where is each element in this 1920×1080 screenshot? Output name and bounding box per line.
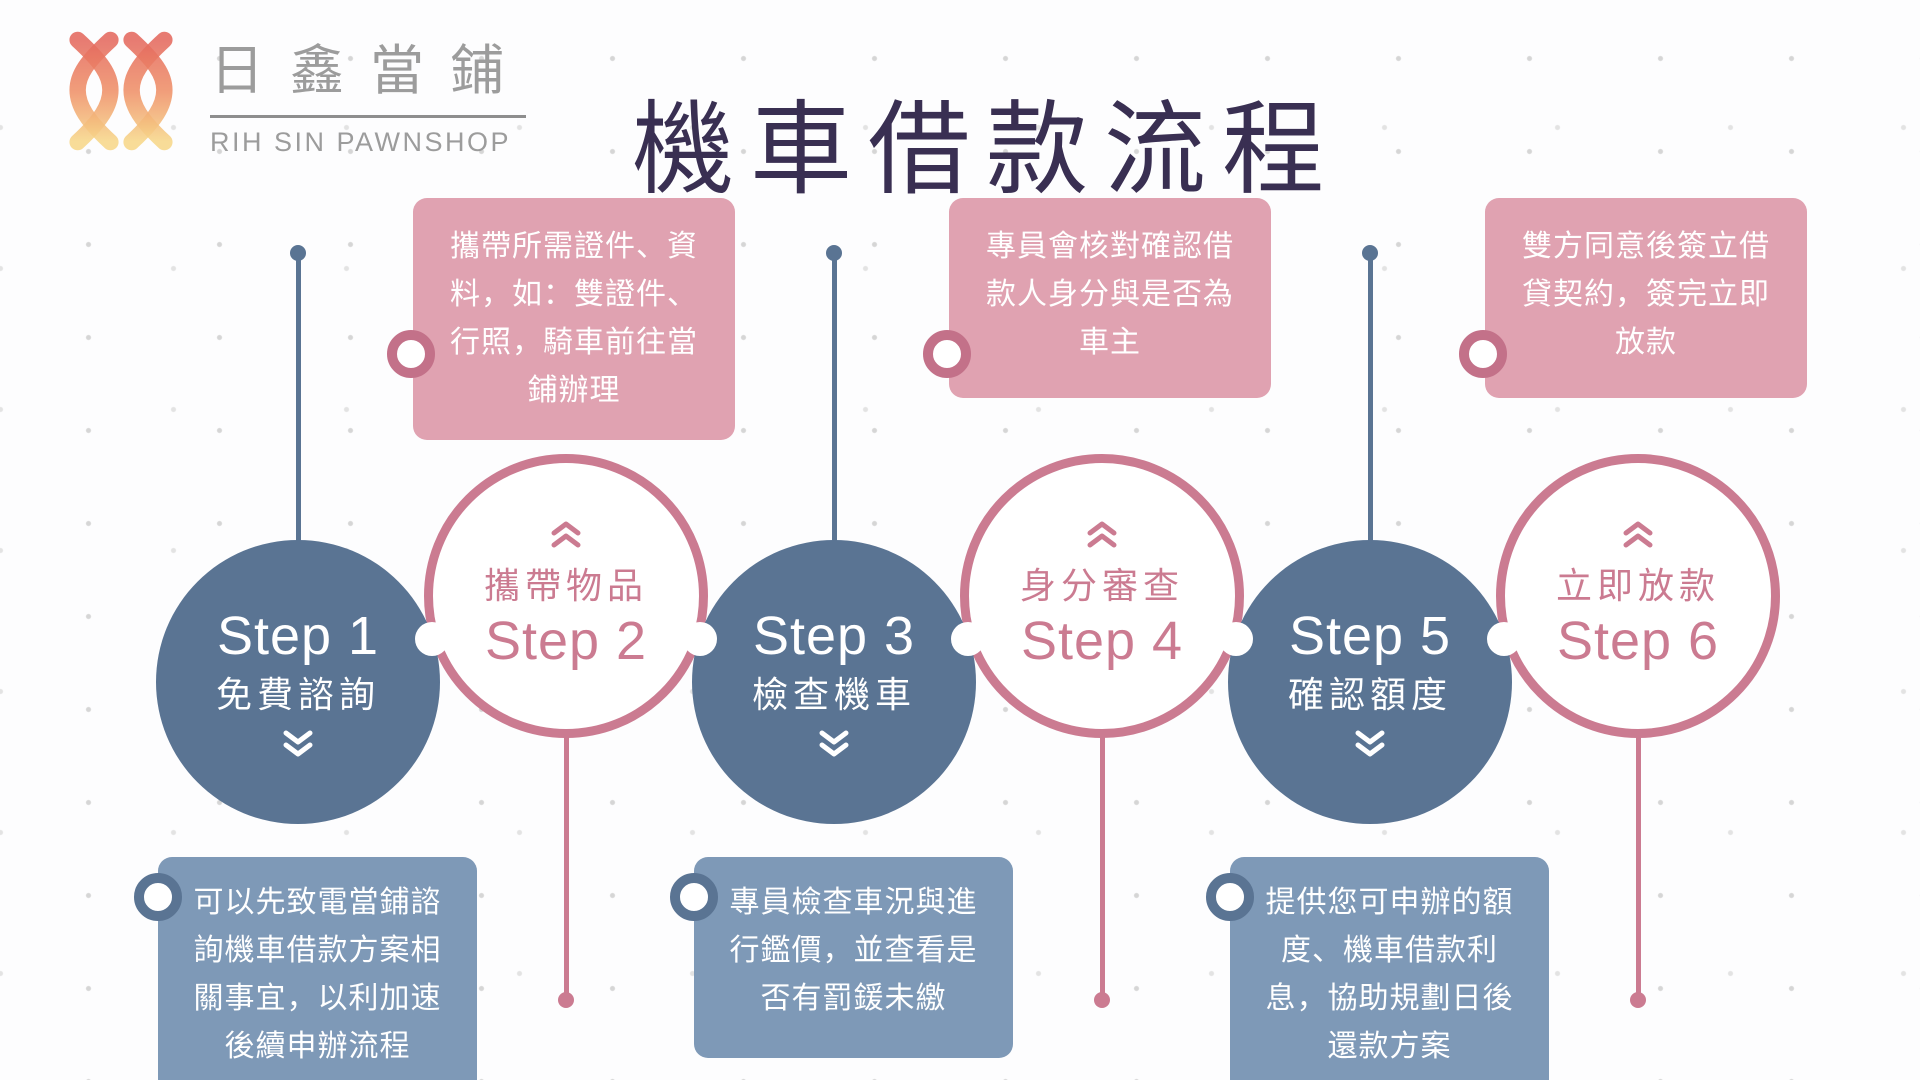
step-5-note-text: 提供您可申辦的額度、機車借款利息，協助規劃日後還款方案 — [1265, 886, 1514, 1063]
step-3-label: Step 3 — [752, 606, 916, 667]
chevron-up-icon — [1087, 521, 1117, 548]
step-5-name: 確認額度 — [1287, 674, 1452, 716]
chevron-down-icon — [819, 730, 849, 757]
step-4-label: Step 4 — [1020, 610, 1184, 671]
step-3-note-box: 專員檢查車況與進行鑑價，並查看是否有罰鍰未繳 — [670, 857, 1013, 1058]
circle-junction-dot — [415, 622, 449, 656]
step-5-circle: Step 5 確認額度 — [1228, 540, 1512, 824]
chevron-down-icon — [283, 730, 313, 757]
step-4-timeline-dot — [1094, 992, 1110, 1008]
step-6-note-box: 雙方同意後簽立借貸契約，簽完立即放款 — [1459, 198, 1807, 398]
step-2-note-text: 攜帶所需證件、資料，如：雙證件、行照，騎車前往當鋪辦理 — [450, 230, 698, 407]
step-5-note-box: 提供您可申辦的額度、機車借款利息，協助規劃日後還款方案 — [1206, 857, 1549, 1080]
step-1-note-text: 可以先致電當鋪諮詢機車借款方案相關事宜，以利加速後續申辦流程 — [193, 886, 442, 1063]
step-1-name: 免費諮詢 — [215, 674, 380, 716]
step-1-timeline-line — [296, 253, 301, 543]
step-2-name: 攜帶物品 — [483, 565, 648, 607]
circle-junction-dot — [1219, 622, 1253, 656]
step-6-note-text: 雙方同意後簽立借貸契約，簽完立即放款 — [1522, 230, 1770, 359]
step-6-circle: 立即放款 Step 6 — [1496, 454, 1780, 738]
step-3-timeline-line — [832, 253, 837, 543]
step-5-timeline-line — [1368, 253, 1373, 543]
step-4-note-box: 專員會核對確認借款人身分與是否為車主 — [923, 198, 1271, 398]
chevron-down-icon — [1355, 730, 1385, 757]
circle-junction-dot — [951, 622, 985, 656]
circle-junction-dot — [683, 622, 717, 656]
step-5-label: Step 5 — [1288, 606, 1452, 667]
chevron-up-icon — [1623, 521, 1653, 548]
step-2-note-connector-ring — [387, 330, 435, 378]
step-6-timeline-dot — [1630, 992, 1646, 1008]
step-2-circle: 攜帶物品 Step 2 — [424, 454, 708, 738]
step-6-label: Step 6 — [1556, 610, 1720, 671]
step-3-name: 檢查機車 — [751, 674, 916, 716]
page-title: 機車借款流程 — [632, 93, 1340, 208]
brand-logo: 日鑫當鋪 RIH SIN PAWNSHOP — [68, 28, 530, 158]
step-5-timeline-dot — [1362, 245, 1378, 261]
step-3-timeline-dot — [826, 245, 842, 261]
step-6-timeline-line — [1636, 737, 1641, 997]
step-2-label: Step 2 — [484, 610, 648, 671]
brand-name-en: RIH SIN PAWNSHOP — [210, 127, 512, 157]
brand-name-zh: 日鑫當鋪 — [210, 41, 530, 101]
step-6-note-connector-ring — [1459, 330, 1507, 378]
step-6-name: 立即放款 — [1555, 565, 1720, 607]
step-1-note-connector-ring — [134, 873, 182, 921]
step-2-note-box: 攜帶所需證件、資料，如：雙證件、行照，騎車前往當鋪辦理 — [387, 198, 735, 440]
circle-junction-dot — [1487, 622, 1521, 656]
step-4-timeline-line — [1100, 737, 1105, 997]
step-4-name: 身分審查 — [1019, 565, 1184, 607]
step-5-note-connector-ring — [1206, 873, 1254, 921]
step-1-timeline-dot — [290, 245, 306, 261]
brand-logo-icon — [69, 31, 173, 151]
logo-divider — [210, 115, 526, 118]
step-3-note-text: 專員檢查車況與進行鑑價，並查看是否有罰鍰未繳 — [729, 886, 978, 1015]
step-2-timeline-line — [564, 737, 569, 997]
chevron-up-icon — [551, 521, 581, 548]
brand-logo-text: 日鑫當鋪 RIH SIN PAWNSHOP — [210, 28, 530, 158]
step-4-circle: 身分審查 Step 4 — [960, 454, 1244, 738]
step-1-circle: Step 1 免費諮詢 — [156, 540, 440, 824]
step-2-timeline-dot — [558, 992, 574, 1008]
step-4-note-text: 專員會核對確認借款人身分與是否為車主 — [986, 230, 1234, 359]
step-4-note-connector-ring — [923, 330, 971, 378]
step-1-label: Step 1 — [216, 606, 380, 667]
step-3-note-connector-ring — [670, 873, 718, 921]
step-3-circle: Step 3 檢查機車 — [692, 540, 976, 824]
step-1-note-box: 可以先致電當鋪諮詢機車借款方案相關事宜，以利加速後續申辦流程 — [134, 857, 477, 1080]
